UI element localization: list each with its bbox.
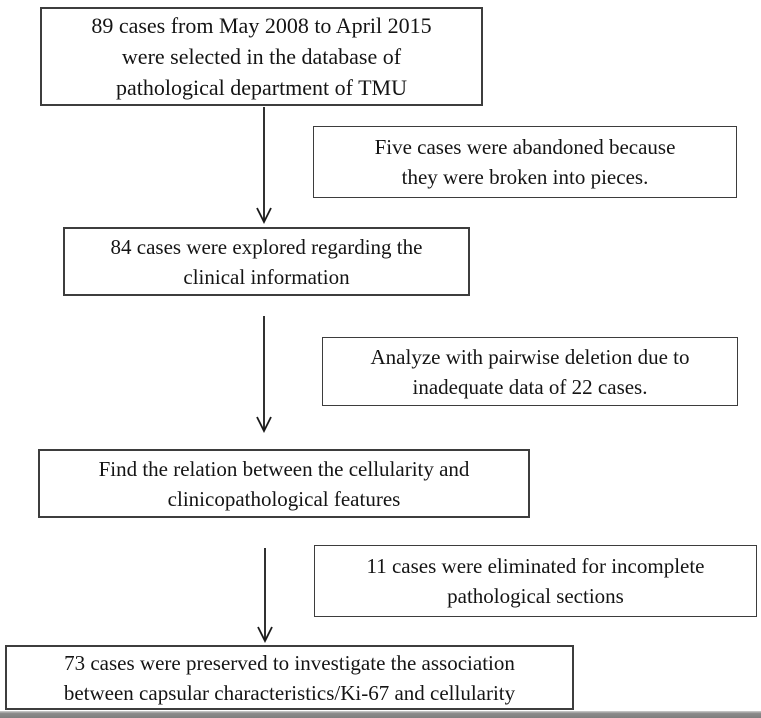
bottom-edge-bar <box>0 711 761 718</box>
flow-box-cases-selected: 89 cases from May 2008 to April 2015 wer… <box>40 7 483 106</box>
flow-box-cases-preserved: 73 cases were preserved to investigate t… <box>5 645 574 710</box>
flow-box-cases-abandoned: Five cases were abandoned because they w… <box>313 126 737 198</box>
down-arrow-3 <box>257 548 273 644</box>
flow-box-pairwise-deletion: Analyze with pairwise deletion due to in… <box>322 337 738 406</box>
flow-box-find-relation: Find the relation between the cellularit… <box>38 449 530 518</box>
down-arrow-1 <box>256 107 272 225</box>
down-arrow-2 <box>256 316 272 434</box>
flow-box-cases-explored: 84 cases were explored regarding the cli… <box>63 227 470 296</box>
flow-box-cases-eliminated: 11 cases were eliminated for incomplete … <box>314 545 757 617</box>
